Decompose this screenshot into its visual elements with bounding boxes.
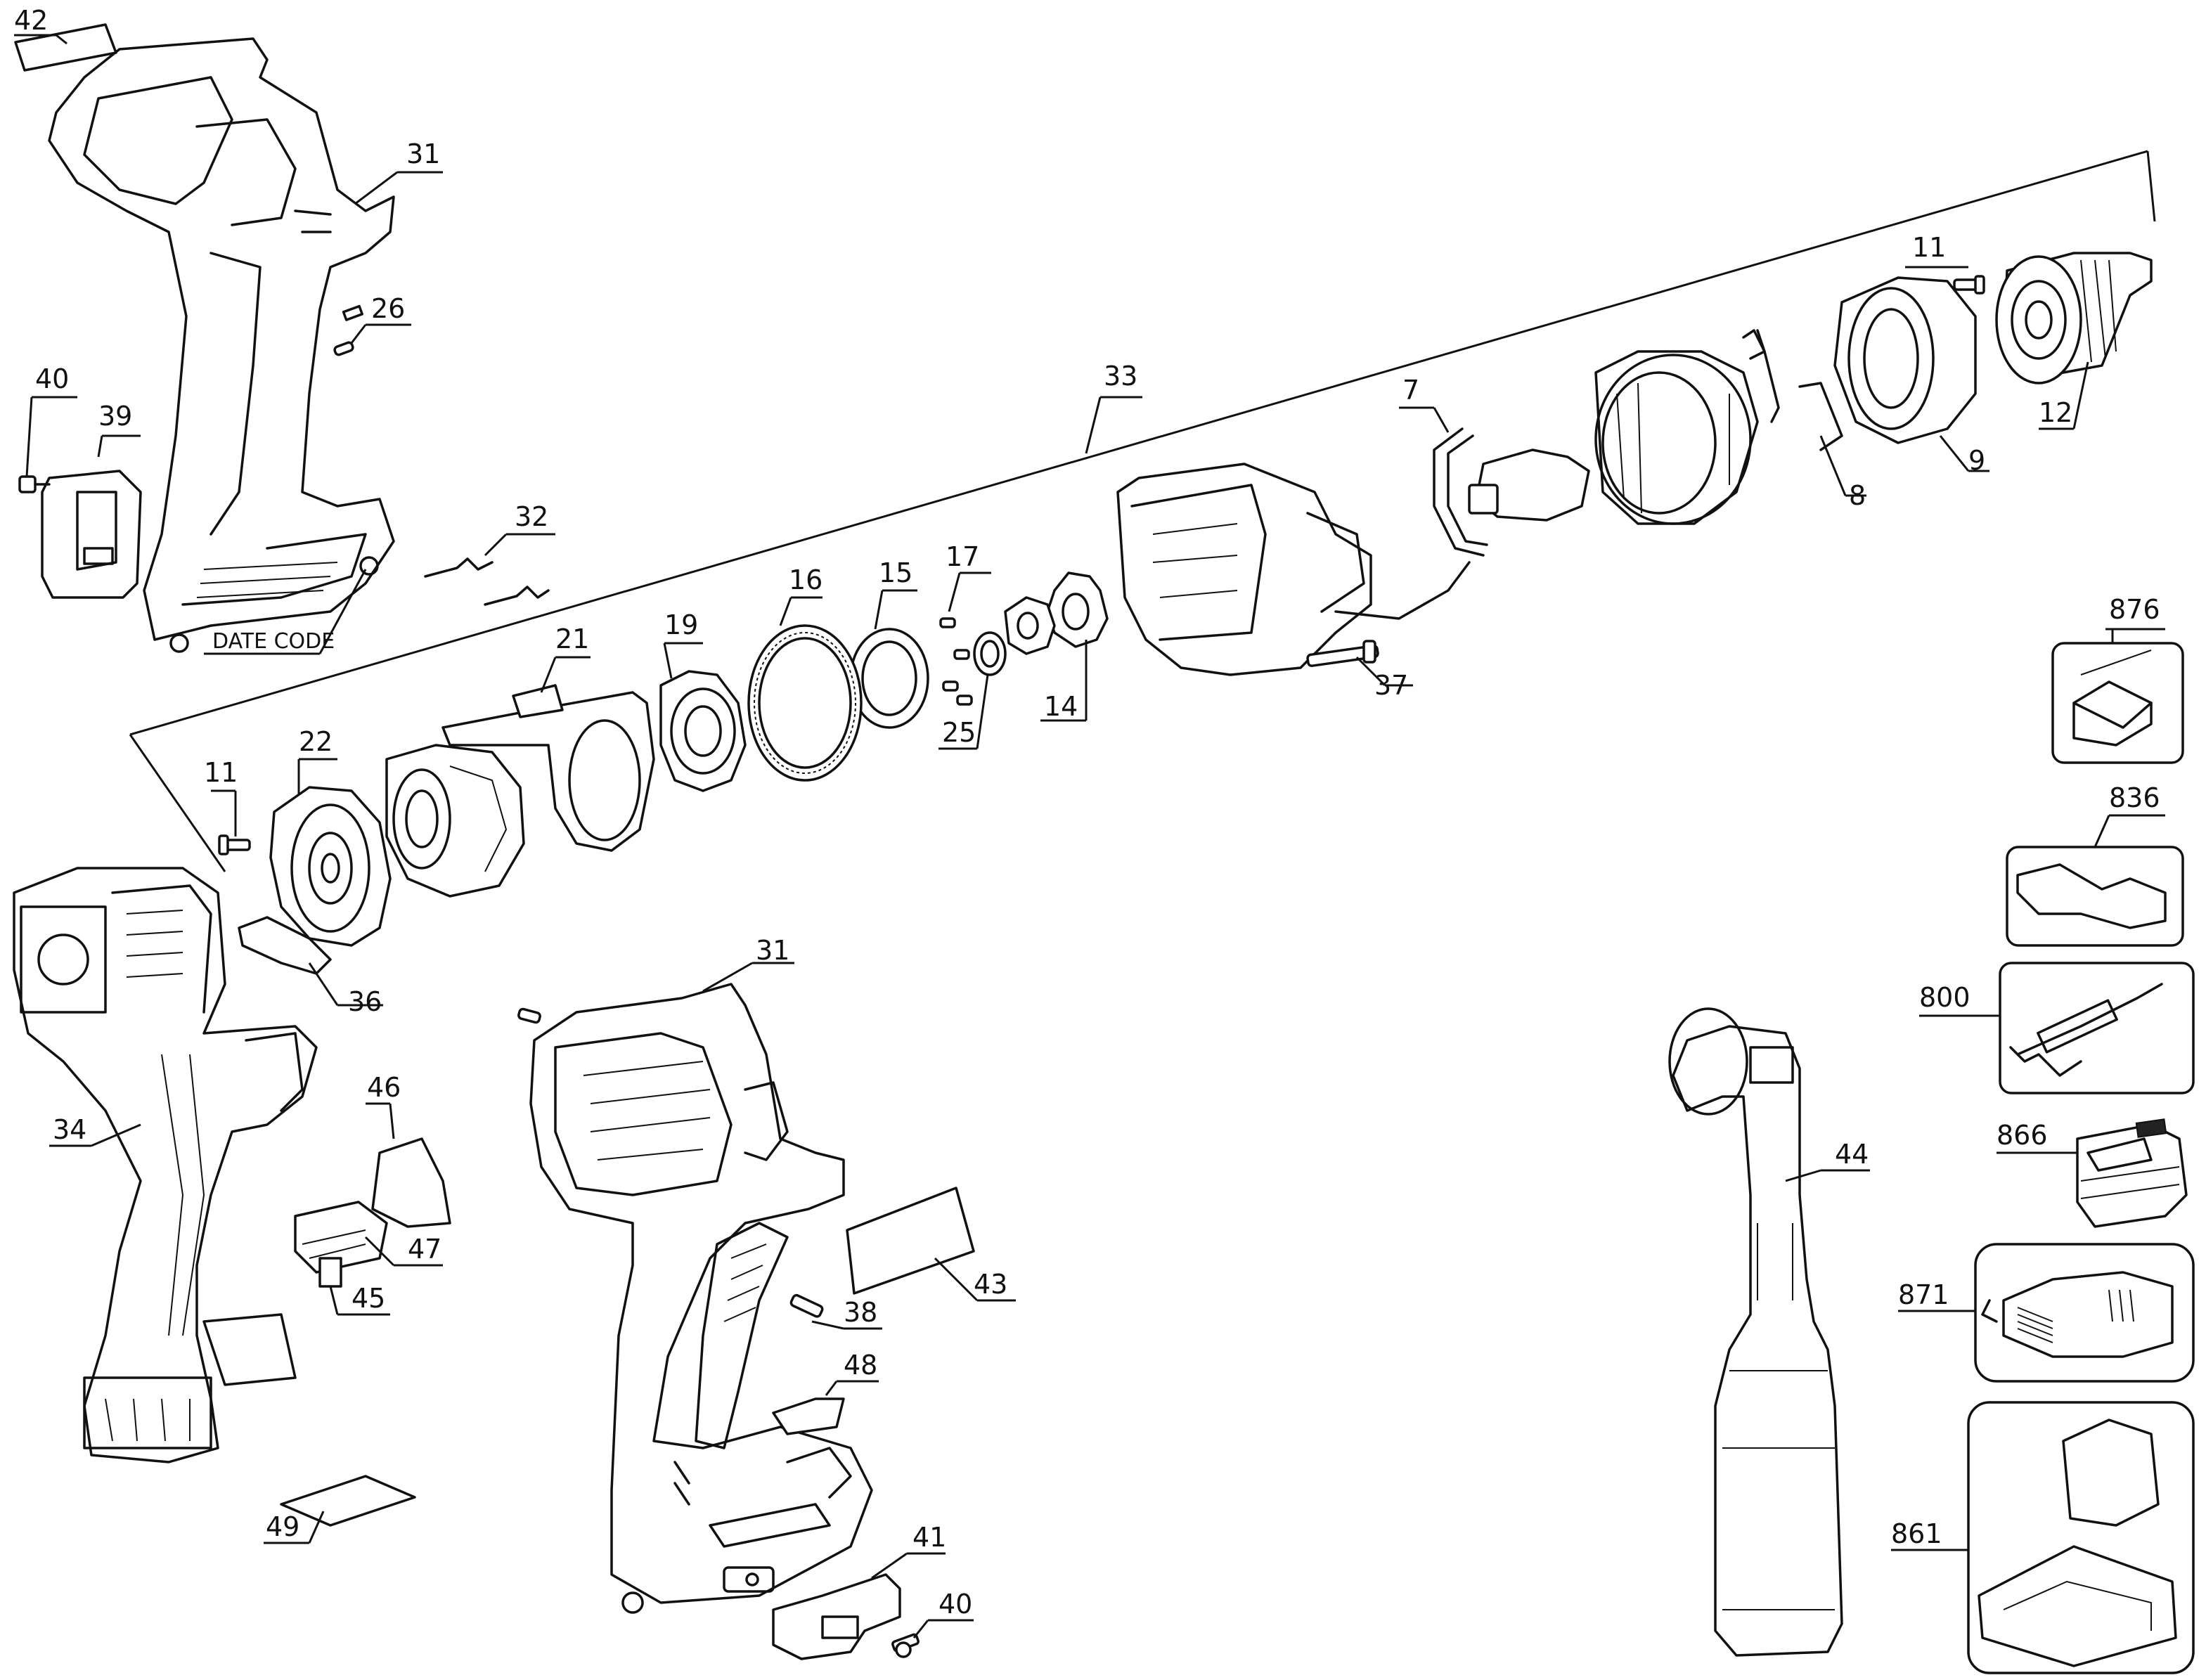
part-17-pins (939, 571, 991, 706)
part-49-label (264, 1475, 416, 1544)
part-19-gear-plate (659, 642, 747, 792)
part-861-case (1954, 1401, 2195, 1674)
part-46-label (366, 1102, 451, 1228)
label-49: 49 (266, 1511, 299, 1542)
label-33: 33 (1104, 361, 1137, 392)
label-46: 46 (367, 1072, 401, 1103)
part-8-clips (1742, 329, 1866, 497)
label-36: 36 (348, 986, 382, 1017)
label-871: 871 (1898, 1279, 1949, 1310)
part-37-bolt (1306, 640, 1413, 687)
part-32-springs (424, 533, 555, 606)
label-40-left: 40 (35, 363, 69, 394)
part-871-charger (1954, 1243, 2195, 1383)
label-41: 41 (912, 1522, 946, 1553)
label-44: 44 (1835, 1139, 1869, 1170)
label-11-top: 11 (1912, 232, 1946, 263)
label-12: 12 (2039, 397, 2072, 428)
label-866: 866 (1997, 1120, 2048, 1151)
part-800-box (1919, 962, 2195, 1094)
housing-half-top (48, 37, 395, 653)
part-25-washer (938, 631, 1007, 750)
label-876: 876 (2109, 594, 2160, 625)
label-16: 16 (789, 564, 823, 595)
part-labels: 42 31 26 40 39 32 DATE CODE 33 11 7 8 9 … (14, 5, 2160, 1620)
part-36-clip (238, 916, 383, 1007)
part-26-pin (333, 323, 411, 356)
part-866-battery (2067, 1118, 2188, 1228)
label-31-top: 31 (406, 138, 440, 169)
group-33-bracket (129, 150, 2156, 872)
label-21: 21 (555, 623, 589, 654)
part-9-collar (1833, 276, 1989, 472)
part-22-fan-cover (269, 758, 392, 947)
label-19: 19 (664, 609, 698, 640)
label-date-code: DATE CODE (212, 629, 335, 654)
part-7-clip (1399, 406, 1488, 557)
part-31-housing-bottom (517, 962, 873, 1614)
part-16-ring-gear (747, 596, 863, 782)
part-44-side-handle (1668, 1007, 1870, 1657)
part-spindle (1468, 448, 1590, 522)
part-38-screw (789, 1293, 882, 1330)
label-45: 45 (351, 1283, 385, 1314)
part-836-box (2006, 814, 2184, 947)
label-43: 43 (974, 1269, 1007, 1300)
part-40-screw-bottom (891, 1619, 974, 1658)
label-32: 32 (515, 501, 548, 532)
label-861: 861 (1891, 1518, 1942, 1549)
label-836: 836 (2109, 782, 2160, 813)
part-48-label (772, 1380, 879, 1435)
part-15-carrier (849, 589, 929, 729)
part-876-box (2051, 628, 2184, 764)
part-41-battery-latch (772, 1552, 946, 1660)
label-42: 42 (14, 5, 48, 36)
part-ring-gear-housing (1594, 350, 1759, 525)
label-17: 17 (946, 541, 979, 572)
label-31-bottom: 31 (756, 935, 789, 966)
part-43-label (846, 1187, 1016, 1302)
label-800: 800 (1919, 982, 1970, 1013)
part-11-screw-top (1905, 266, 1985, 295)
part-39-belt-hook (41, 434, 142, 599)
label-26: 26 (371, 293, 405, 324)
label-34: 34 (53, 1114, 86, 1145)
label-15: 15 (879, 557, 912, 588)
part-motor-rotor (385, 744, 525, 898)
label-11-left: 11 (204, 757, 238, 788)
label-7: 7 (1402, 375, 1419, 406)
label-22: 22 (299, 726, 333, 757)
label-39: 39 (98, 401, 132, 432)
label-8: 8 (1849, 480, 1866, 511)
part-42-label (14, 23, 117, 72)
label-38: 38 (844, 1297, 877, 1328)
label-40-bottom: 40 (938, 1589, 972, 1620)
part-sun-gear (1004, 596, 1056, 655)
label-25: 25 (942, 717, 976, 748)
part-47-switch (294, 1201, 443, 1274)
right-leaders (1891, 1151, 2077, 1551)
label-14: 14 (1044, 691, 1078, 722)
part-34-left-assembly (13, 867, 318, 1463)
part-12-chuck (1995, 252, 2153, 430)
part-45-terminal (318, 1257, 390, 1316)
part-40-screw-left (18, 396, 77, 493)
part-11-screw-left (211, 789, 251, 855)
label-37: 37 (1374, 670, 1408, 701)
leader-31-top (354, 171, 443, 205)
label-48: 48 (844, 1350, 877, 1381)
label-47: 47 (408, 1234, 441, 1265)
part-21-switch-plate (441, 656, 655, 852)
part-motor-housing (1116, 463, 1471, 676)
leader-date-code (204, 569, 367, 655)
label-9: 9 (1968, 445, 1985, 476)
